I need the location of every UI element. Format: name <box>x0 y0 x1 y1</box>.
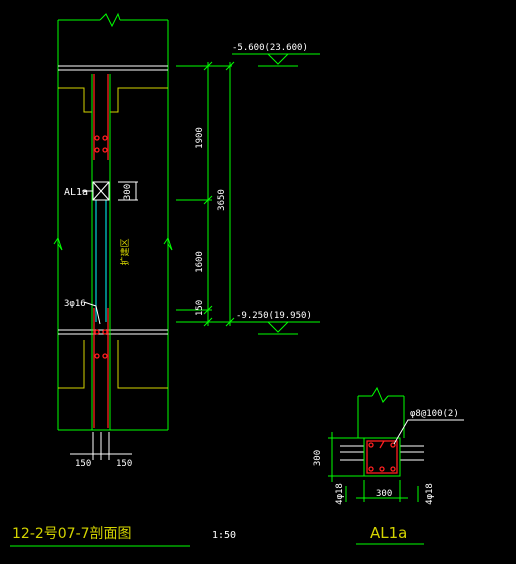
section-bar-left: 4φ18 <box>335 483 345 505</box>
dim-1900: 1900 <box>195 127 205 149</box>
section-stirrup-note: φ8@100(2) <box>410 409 459 419</box>
drawing-title: 12-2号07-7剖面图 <box>12 526 132 542</box>
vertical-dimensions <box>176 53 320 335</box>
beam-label: AL1a <box>64 187 88 198</box>
section-title: AL1a <box>370 524 407 542</box>
section-height: 300 <box>313 450 323 466</box>
drawing-scale: 1:50 <box>212 530 236 541</box>
break-mark-icon <box>99 12 121 28</box>
section-bar-right: 4φ18 <box>425 483 435 505</box>
rebar-note: 3φ16 <box>64 299 86 309</box>
wall-note: 扩建区 <box>119 238 131 265</box>
dim-150: 150 <box>195 300 205 316</box>
dim-300: 300 <box>123 184 133 200</box>
dim-1600: 1600 <box>195 251 205 273</box>
section-width: 300 <box>376 489 392 499</box>
elevation-top: -5.600(23.600) <box>232 43 308 53</box>
elevation-top-icon <box>267 53 289 65</box>
section-detail <box>328 386 464 545</box>
width-dim-a: 150 <box>75 459 91 469</box>
dim-3650: 3650 <box>217 189 227 211</box>
wall-section <box>53 12 173 460</box>
width-dim-b: 150 <box>116 459 132 469</box>
elevation-bottom: -9.250(19.950) <box>236 311 312 321</box>
elevation-bottom-icon <box>267 321 289 333</box>
